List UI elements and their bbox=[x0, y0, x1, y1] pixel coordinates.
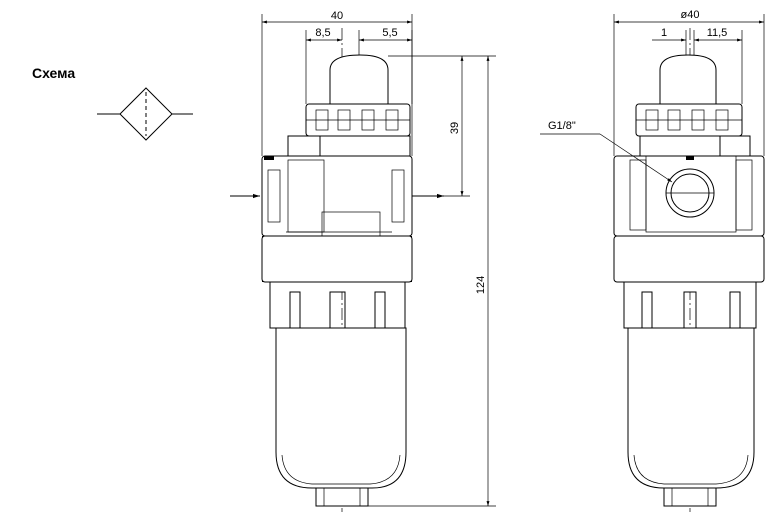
bowl-guard bbox=[269, 281, 406, 329]
side-bowl-guard bbox=[623, 281, 757, 329]
bowl bbox=[275, 327, 407, 489]
dim-diameter: ø40 bbox=[613, 9, 765, 156]
dim-total-height: 124 bbox=[368, 55, 496, 507]
side-lower-band bbox=[613, 235, 765, 283]
main-body bbox=[261, 155, 413, 237]
filter-scheme-symbol: Схема bbox=[32, 65, 193, 141]
dim-side-offsets: 1 11,5 bbox=[652, 27, 743, 104]
side-bowl bbox=[627, 327, 755, 489]
svg-text:124: 124 bbox=[475, 276, 487, 294]
drain-valve bbox=[315, 487, 369, 507]
thread-callout: G1/8" bbox=[540, 120, 673, 183]
svg-text:5,5: 5,5 bbox=[382, 27, 397, 39]
side-view: ø40 1 11,5 G1/8" bbox=[540, 9, 765, 512]
front-view: 40 8,5 5,5 39 124 bbox=[230, 10, 496, 512]
side-knurled-ring bbox=[635, 103, 743, 137]
dim-width: 40 bbox=[261, 10, 413, 156]
svg-text:1: 1 bbox=[661, 27, 667, 39]
side-dome-cap bbox=[659, 54, 717, 105]
svg-text:40: 40 bbox=[331, 10, 343, 22]
knurled-ring bbox=[305, 103, 411, 137]
svg-text:8,5: 8,5 bbox=[315, 27, 330, 39]
svg-text:39: 39 bbox=[449, 122, 461, 134]
side-main-body bbox=[613, 155, 765, 237]
svg-text:11,5: 11,5 bbox=[707, 27, 728, 39]
dome-cap bbox=[329, 54, 389, 105]
svg-text:ø40: ø40 bbox=[681, 9, 700, 21]
svg-text:G1/8": G1/8" bbox=[548, 120, 576, 132]
neck-fitting bbox=[287, 135, 321, 157]
scheme-label: Схема bbox=[32, 65, 75, 81]
dim-offsets: 8,5 5,5 bbox=[305, 27, 413, 104]
dim-top-height: 39 bbox=[388, 55, 470, 197]
side-drain-valve bbox=[663, 487, 717, 507]
